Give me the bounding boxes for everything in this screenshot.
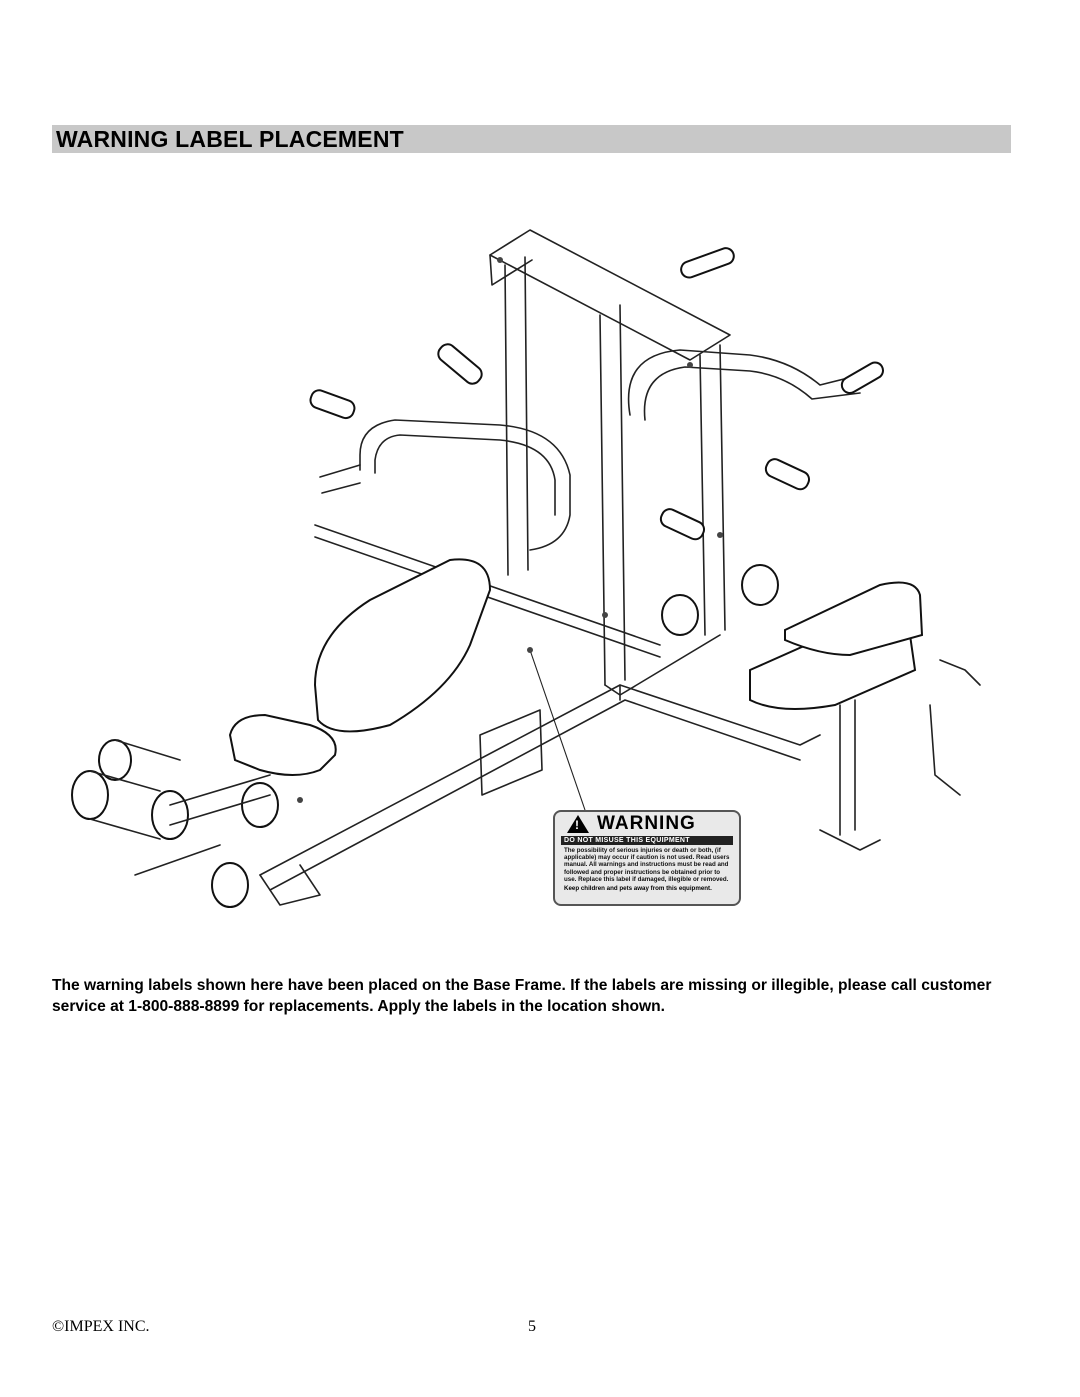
warning-label-body: The possibility of serious injuries or d… xyxy=(564,847,730,883)
section-title: WARNING LABEL PLACEMENT xyxy=(56,126,404,152)
warning-label-heading: ! WARNING xyxy=(555,812,739,836)
equipment-diagram xyxy=(71,229,981,908)
section-header-bar: WARNING LABEL PLACEMENT xyxy=(52,125,1011,153)
handles xyxy=(309,247,884,541)
warning-triangle-icon: ! xyxy=(567,815,589,833)
warning-label-footer: Keep children and pets away from this eq… xyxy=(564,885,712,893)
warning-label-subheading: DO NOT MISUSE THIS EQUIPMENT xyxy=(561,836,733,845)
footer-company: ©IMPEX INC. xyxy=(52,1318,150,1335)
label-pointer-line xyxy=(529,649,586,811)
bench-pads xyxy=(228,558,924,776)
warning-heading-text: WARNING xyxy=(597,813,696,834)
leg-rollers xyxy=(71,564,779,908)
bolts xyxy=(297,257,723,803)
page-number: 5 xyxy=(528,1318,536,1335)
base-frame xyxy=(259,659,981,906)
warning-label: ! WARNING DO NOT MISUSE THIS EQUIPMENT T… xyxy=(553,810,741,906)
caption-text: The warning labels shown here have been … xyxy=(52,977,992,1015)
